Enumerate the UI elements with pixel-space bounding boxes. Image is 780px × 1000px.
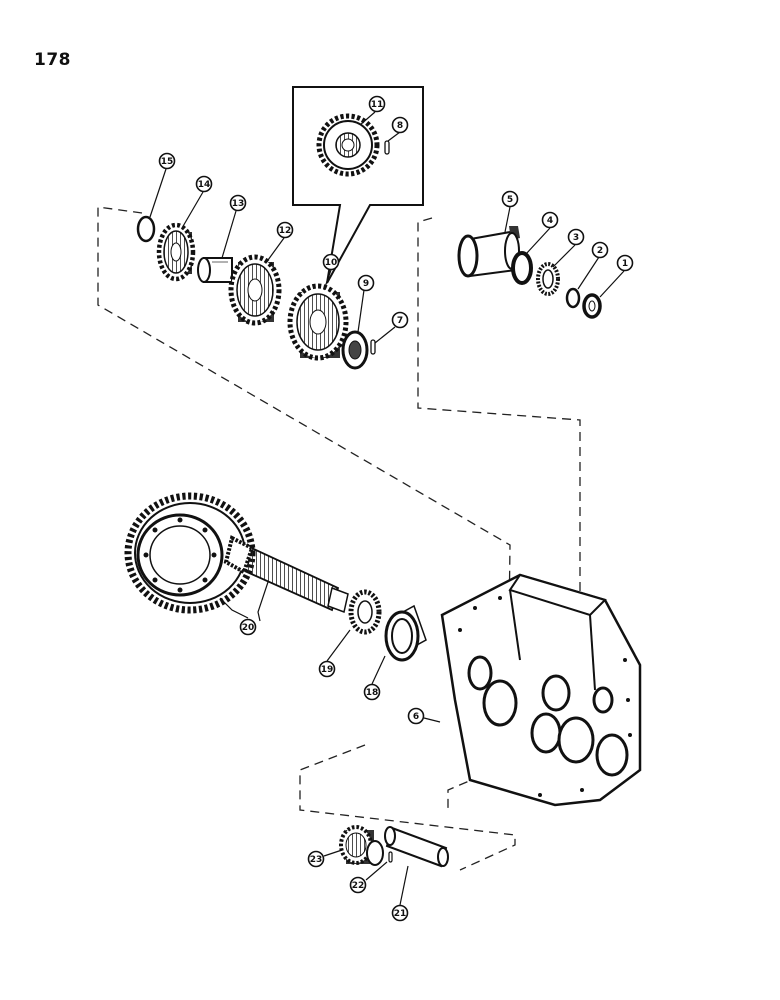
- callout-22: 22: [349, 876, 367, 894]
- callout-6: 6: [407, 707, 425, 725]
- svg-text:20: 20: [242, 623, 255, 633]
- gear-14: [156, 222, 196, 282]
- gear-10: [287, 283, 349, 361]
- svg-text:10: 10: [325, 258, 338, 268]
- callout-18: 18: [363, 683, 381, 701]
- collar-5: [457, 226, 520, 278]
- svg-text:19: 19: [321, 665, 334, 675]
- svg-text:11: 11: [371, 100, 384, 110]
- svg-text:4: 4: [547, 216, 553, 226]
- bearing-3: [536, 262, 560, 296]
- gear-12: [228, 254, 282, 326]
- svg-text:8: 8: [397, 121, 403, 131]
- bearing-cup-18: [384, 604, 427, 662]
- bushing-13: [197, 257, 233, 283]
- pin-7: [370, 339, 376, 355]
- callout-10: 10: [322, 253, 340, 271]
- callout-8: 8: [391, 116, 409, 134]
- callout-2: 2: [591, 241, 609, 259]
- svg-text:1: 1: [622, 259, 628, 269]
- ring-gear-20: [124, 492, 256, 614]
- shaft-21: [384, 826, 449, 868]
- svg-text:12: 12: [279, 226, 292, 236]
- seal-1: [582, 293, 602, 319]
- callout-14: 14: [195, 175, 213, 193]
- callout-4: 4: [541, 211, 559, 229]
- pinion-shaft-20: [223, 535, 349, 614]
- callout-20: 20: [239, 618, 257, 636]
- cluster-gear-23: [339, 825, 384, 866]
- svg-text:14: 14: [198, 180, 211, 190]
- gear-11: [316, 113, 380, 177]
- svg-text:23: 23: [310, 855, 323, 865]
- ring-4: [511, 251, 533, 285]
- washer-2: [565, 287, 581, 309]
- callout-12: 12: [276, 221, 294, 239]
- svg-text:6: 6: [413, 712, 419, 722]
- svg-text:15: 15: [161, 157, 174, 167]
- svg-text:2: 2: [597, 246, 603, 256]
- svg-text:13: 13: [232, 199, 245, 209]
- callout-19: 19: [318, 660, 336, 678]
- callout-5: 5: [501, 190, 519, 208]
- bearing-19: [348, 589, 382, 635]
- svg-text:22: 22: [352, 881, 365, 891]
- svg-text:7: 7: [397, 316, 403, 326]
- callout-21: 21: [391, 904, 409, 922]
- svg-text:3: 3: [573, 233, 579, 243]
- callout-11: 11: [368, 95, 386, 113]
- svg-text:18: 18: [366, 688, 379, 698]
- callout-3: 3: [567, 228, 585, 246]
- callout-1: 1: [616, 254, 634, 272]
- pin-8: [384, 140, 390, 155]
- page-number: 178: [34, 50, 71, 70]
- svg-text:21: 21: [394, 909, 407, 919]
- washer-15: [136, 215, 156, 243]
- bearing-9: [341, 330, 369, 370]
- callout-15: 15: [158, 152, 176, 170]
- callout-13: 13: [229, 194, 247, 212]
- svg-text:9: 9: [363, 279, 369, 289]
- callout-7: 7: [391, 311, 409, 329]
- callout-9: 9: [357, 274, 375, 292]
- leader-lines: [149, 111, 625, 906]
- callout-23: 23: [307, 850, 325, 868]
- svg-text:5: 5: [507, 195, 513, 205]
- pin-22: [388, 851, 393, 863]
- transmission-housing-6: [440, 573, 642, 807]
